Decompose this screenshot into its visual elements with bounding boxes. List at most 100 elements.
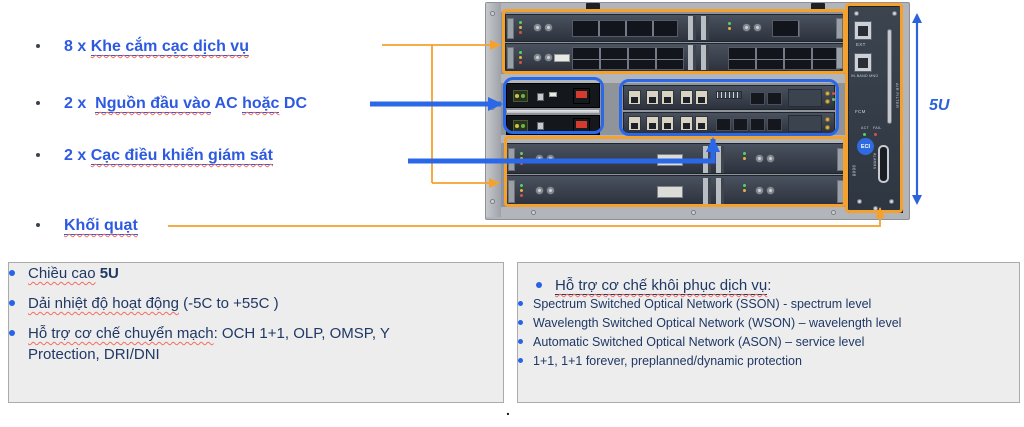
ejector-levers xyxy=(688,16,714,40)
alarm-connector xyxy=(878,145,889,183)
screw-icon xyxy=(854,11,859,16)
bullet-dot xyxy=(9,270,15,276)
spec-item-height: Chiều cao 5U xyxy=(9,263,503,284)
callout-service-slots: 8 x Khe cắm cạc dịch vụ xyxy=(64,38,249,56)
ejector-levers xyxy=(688,45,714,70)
sfp-cage xyxy=(716,118,731,131)
spec-item-protection: 1+1, 1+1 forever, preplanned/dynamic pro… xyxy=(518,353,1019,369)
highlight-service-slots-top xyxy=(502,9,846,74)
led-red xyxy=(519,31,522,34)
card-latch xyxy=(507,47,514,69)
sfp-cage xyxy=(767,118,782,131)
optical-connector xyxy=(535,186,544,195)
dip-switch-strip xyxy=(716,91,742,99)
bullet-dot xyxy=(518,320,523,325)
rj45-port xyxy=(680,90,693,105)
chassis-clip xyxy=(586,3,600,10)
sma-connector xyxy=(825,117,830,122)
spec-item-temperature: Dải nhiệt độ hoạt động (-5C to +55C ) xyxy=(9,293,503,314)
controller-card-2 xyxy=(623,112,835,134)
screw-icon xyxy=(831,210,836,215)
screw-icon xyxy=(490,199,495,204)
led-green xyxy=(728,22,731,25)
led-green xyxy=(743,184,746,187)
led-green xyxy=(519,21,522,24)
optical-connector xyxy=(533,53,542,62)
rj45-port xyxy=(628,90,641,105)
air-filter-label: AIR FILTER xyxy=(895,83,900,109)
optical-connector xyxy=(742,23,751,32)
bullet-dot xyxy=(518,358,523,363)
power-module-2 xyxy=(506,115,600,135)
service-card-row-2 xyxy=(505,43,845,72)
rj45-port xyxy=(646,116,659,131)
chassis-clip xyxy=(811,3,825,10)
rj45-port xyxy=(646,90,659,105)
spec-item-sson: Spectrum Switched Optical Network (SSON)… xyxy=(518,296,1019,312)
led-amber xyxy=(743,189,746,192)
rj45-port xyxy=(661,90,674,105)
chassis-divider xyxy=(501,74,849,83)
rj45-port xyxy=(680,116,693,131)
led-green xyxy=(863,133,866,136)
backplane-connector xyxy=(657,186,683,198)
bullet-dot xyxy=(36,223,40,227)
bullet-dot xyxy=(36,101,40,105)
chassis-bottom-rail xyxy=(501,207,849,218)
power-switch-red xyxy=(573,88,590,104)
highlight-service-slots-bottom xyxy=(504,136,846,207)
led-green xyxy=(743,152,746,155)
sfp-cage xyxy=(772,20,800,37)
sfp-cage-grid xyxy=(728,47,840,70)
led-amber xyxy=(519,26,522,29)
blank-plate xyxy=(788,89,822,107)
screw-icon xyxy=(857,199,862,204)
terminal-dot xyxy=(515,94,519,98)
led-amber xyxy=(743,157,746,160)
led-red xyxy=(520,194,523,197)
bullet-dot xyxy=(518,301,523,306)
spec-item-ason: Automatic Switched Optical Network (ASON… xyxy=(518,334,1019,350)
terminal-dot xyxy=(521,124,525,128)
power-label xyxy=(549,92,557,97)
screw-icon xyxy=(531,210,536,215)
rj45-port xyxy=(628,116,641,131)
bullet-dot xyxy=(36,44,40,48)
lower-card-row-2 xyxy=(506,175,845,206)
sfp-cage xyxy=(733,118,748,131)
rj45-port xyxy=(695,116,708,131)
bullet-dot xyxy=(518,339,523,344)
optical-connector xyxy=(533,23,542,32)
led-red xyxy=(874,133,877,136)
bullet-dot xyxy=(9,330,15,336)
controller-card-1 xyxy=(623,85,835,110)
led-amber xyxy=(728,27,731,30)
callout-fan-unit: Khối quạt xyxy=(64,217,138,235)
spec-left-list: Chiều cao 5U Dải nhiệt độ hoạt động (-5C… xyxy=(9,263,503,365)
rj45-port-inband xyxy=(854,53,872,72)
inband-label: IN-BAND MNG xyxy=(851,74,879,78)
restoration-list: Spectrum Switched Optical Network (SSON)… xyxy=(518,296,1019,369)
optical-connector xyxy=(755,186,764,195)
blank-plate xyxy=(788,115,822,132)
optical-connector xyxy=(544,23,553,32)
card-latch xyxy=(836,47,843,69)
screw-icon xyxy=(490,105,495,110)
led-red xyxy=(832,92,835,95)
card-latch xyxy=(836,18,843,39)
alarms-label: ALARMS xyxy=(872,153,877,170)
bullet-dot xyxy=(536,282,542,288)
screw-icon xyxy=(892,11,897,16)
led-green xyxy=(832,98,835,101)
sfp-cage xyxy=(750,92,765,105)
height-dimension-label: 5U xyxy=(929,97,950,114)
screw-icon xyxy=(490,11,495,16)
sfp-cage-cluster xyxy=(572,20,678,37)
bullet-dot xyxy=(36,153,40,157)
chassis-top-rail xyxy=(501,3,905,14)
ejector-levers xyxy=(703,178,729,205)
spec-right-header: Hỗ trợ cơ chế khôi phục dịch vụ: xyxy=(518,263,1019,296)
fail-label: FAIL xyxy=(873,126,882,130)
optical-connector xyxy=(766,186,775,195)
terminal-dot xyxy=(521,94,525,98)
